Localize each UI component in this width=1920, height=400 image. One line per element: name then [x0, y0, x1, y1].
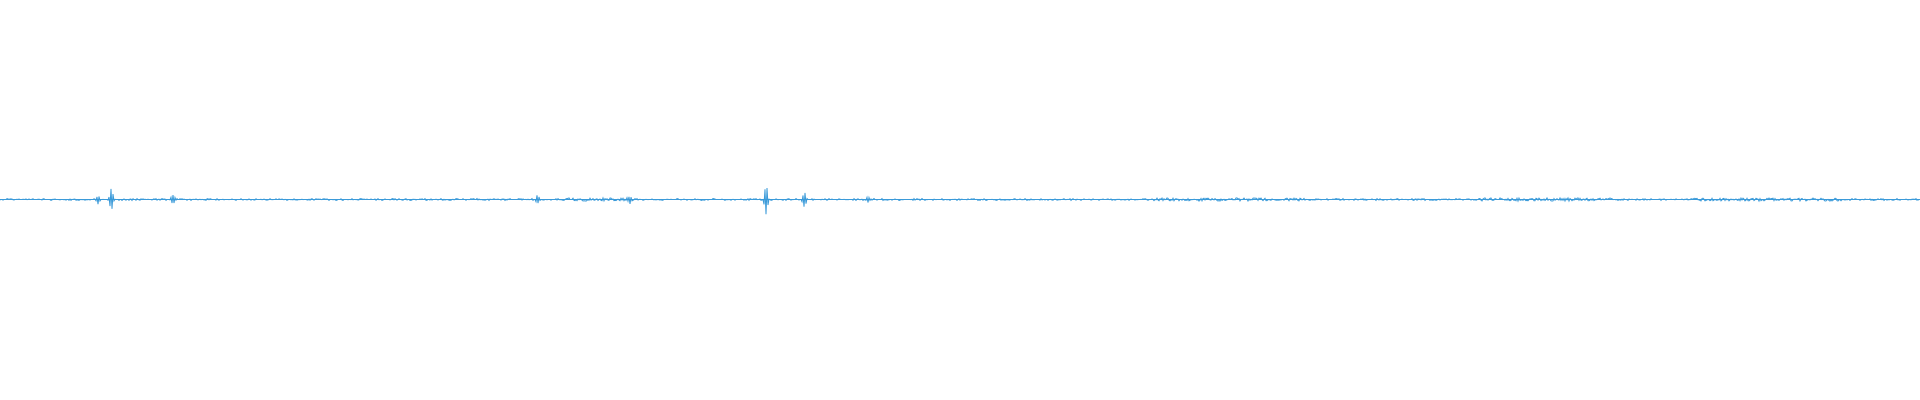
waveform-signal [0, 187, 1920, 215]
